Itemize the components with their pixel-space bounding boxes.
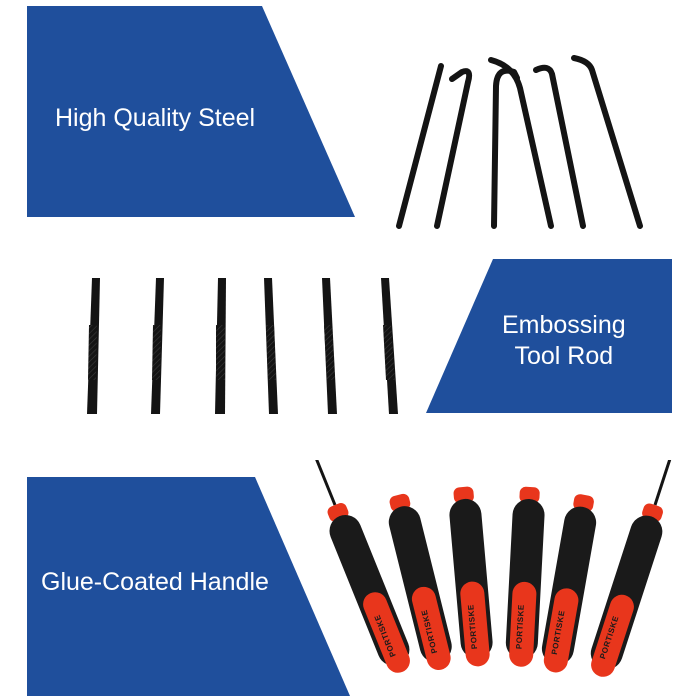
rod [151, 278, 164, 414]
knurled-rods-illustration [87, 259, 672, 414]
panel-label-rod: Embossing Tool Rod [502, 311, 626, 370]
panel-glue-coated-handle: PORTISKE PORTISKE PORTISKE PORTI [0, 460, 700, 700]
pick-set [396, 55, 643, 229]
handles-illustration: PORTISKE PORTISKE PORTISKE PORTI [27, 460, 675, 696]
angled-pick-4 [571, 55, 643, 229]
panel-high-quality-steel: High Quality Steel [0, 0, 700, 230]
blue-banner [27, 6, 355, 217]
panel-embossing-tool-rod: Embossing Tool Rod [0, 230, 700, 460]
handle: PORTISKE [505, 486, 545, 667]
handle: PORTISKE [541, 494, 597, 673]
panel-label-handle: Glue-Coated Handle [41, 568, 269, 596]
handle-set: PORTISKE PORTISKE PORTISKE PORTI [311, 460, 675, 677]
rod [87, 278, 100, 414]
rod-set [87, 278, 398, 414]
rod [322, 278, 337, 414]
rod [381, 278, 398, 414]
hook-picks-illustration [27, 6, 643, 229]
hook-pick [434, 68, 473, 229]
rod [215, 278, 226, 414]
angled-pick-3 [533, 64, 586, 229]
handle: PORTISKE [449, 486, 493, 667]
angled-pick-1 [491, 67, 520, 229]
brand-text: PORTISKE [466, 604, 479, 650]
straight-pick [396, 63, 444, 229]
rod [264, 278, 278, 414]
angled-pick-2 [488, 57, 554, 229]
handle: PORTISKE [590, 460, 675, 677]
blue-banner [426, 259, 672, 413]
brand-text: PORTISKE [515, 604, 526, 649]
blue-banner [27, 477, 350, 696]
handle: PORTISKE [311, 460, 410, 673]
panel-label-steel: High Quality Steel [55, 104, 256, 132]
handle: PORTISKE [388, 493, 452, 671]
